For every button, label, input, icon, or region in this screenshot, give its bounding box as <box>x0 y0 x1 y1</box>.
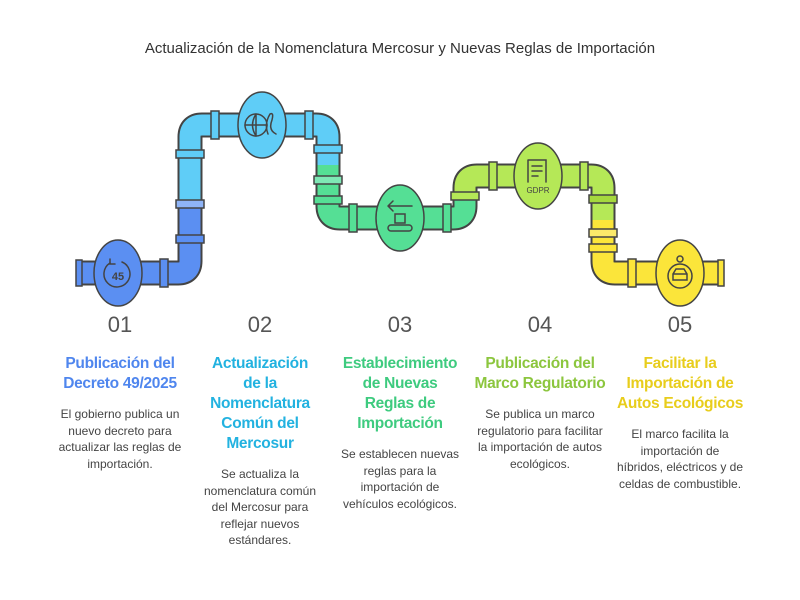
step-5: 05 Facilitar la Importación de Autos Eco… <box>610 312 750 492</box>
rotate-45-icon: 45 <box>103 258 131 288</box>
step-title: Facilitar la Importación de Autos Ecológ… <box>616 355 744 412</box>
step-2: 02 Actualización de la Nomenclatura Comú… <box>190 312 330 549</box>
step-1-node <box>93 239 143 307</box>
pipe-segment-5 <box>592 220 720 284</box>
step-number: 01 <box>107 312 133 337</box>
step-description: El gobierno publica un nuevo decreto par… <box>58 407 182 471</box>
step-1: 01 Publicación del Decreto 49/2025 El go… <box>50 312 190 472</box>
step-number: 03 <box>387 312 413 337</box>
step-3-node <box>375 184 425 252</box>
step-description: Se publica un marco regulatorio para fac… <box>477 407 603 471</box>
step-title: Establecimiento de Nuevas Reglas de Impo… <box>342 355 458 432</box>
step-5-node <box>655 239 705 307</box>
conveyor-import-icon <box>387 200 413 232</box>
step-number: 05 <box>667 312 693 337</box>
step-number: 04 <box>527 312 553 337</box>
step-4: 04 Publicación del Marco Regulatorio Se … <box>470 312 610 472</box>
step-title: Actualización de la Nomenclatura Común d… <box>210 355 310 452</box>
globe-language-icon <box>244 112 277 137</box>
step-title: Publicación del Marco Regulatorio <box>474 355 606 392</box>
step-description: Se establecen nuevas reglas para la impo… <box>340 447 460 511</box>
step-description: El marco facilita la importación de híbr… <box>616 427 744 491</box>
pipe-segment-1 <box>80 200 201 284</box>
electric-car-icon <box>667 255 693 289</box>
gdpr-document-icon: GDPR <box>526 159 550 195</box>
step-number: 02 <box>247 312 273 337</box>
step-3: 03 Establecimiento de Nuevas Reglas de I… <box>330 312 470 512</box>
svg-text:45: 45 <box>112 271 124 283</box>
svg-text:GDPR: GDPR <box>526 186 549 195</box>
step-description: Se actualiza la nomenclatura común del M… <box>203 467 317 547</box>
page-title: Actualización de la Nomenclatura Mercosu… <box>144 40 656 57</box>
step-title: Publicación del Decreto 49/2025 <box>63 355 177 392</box>
